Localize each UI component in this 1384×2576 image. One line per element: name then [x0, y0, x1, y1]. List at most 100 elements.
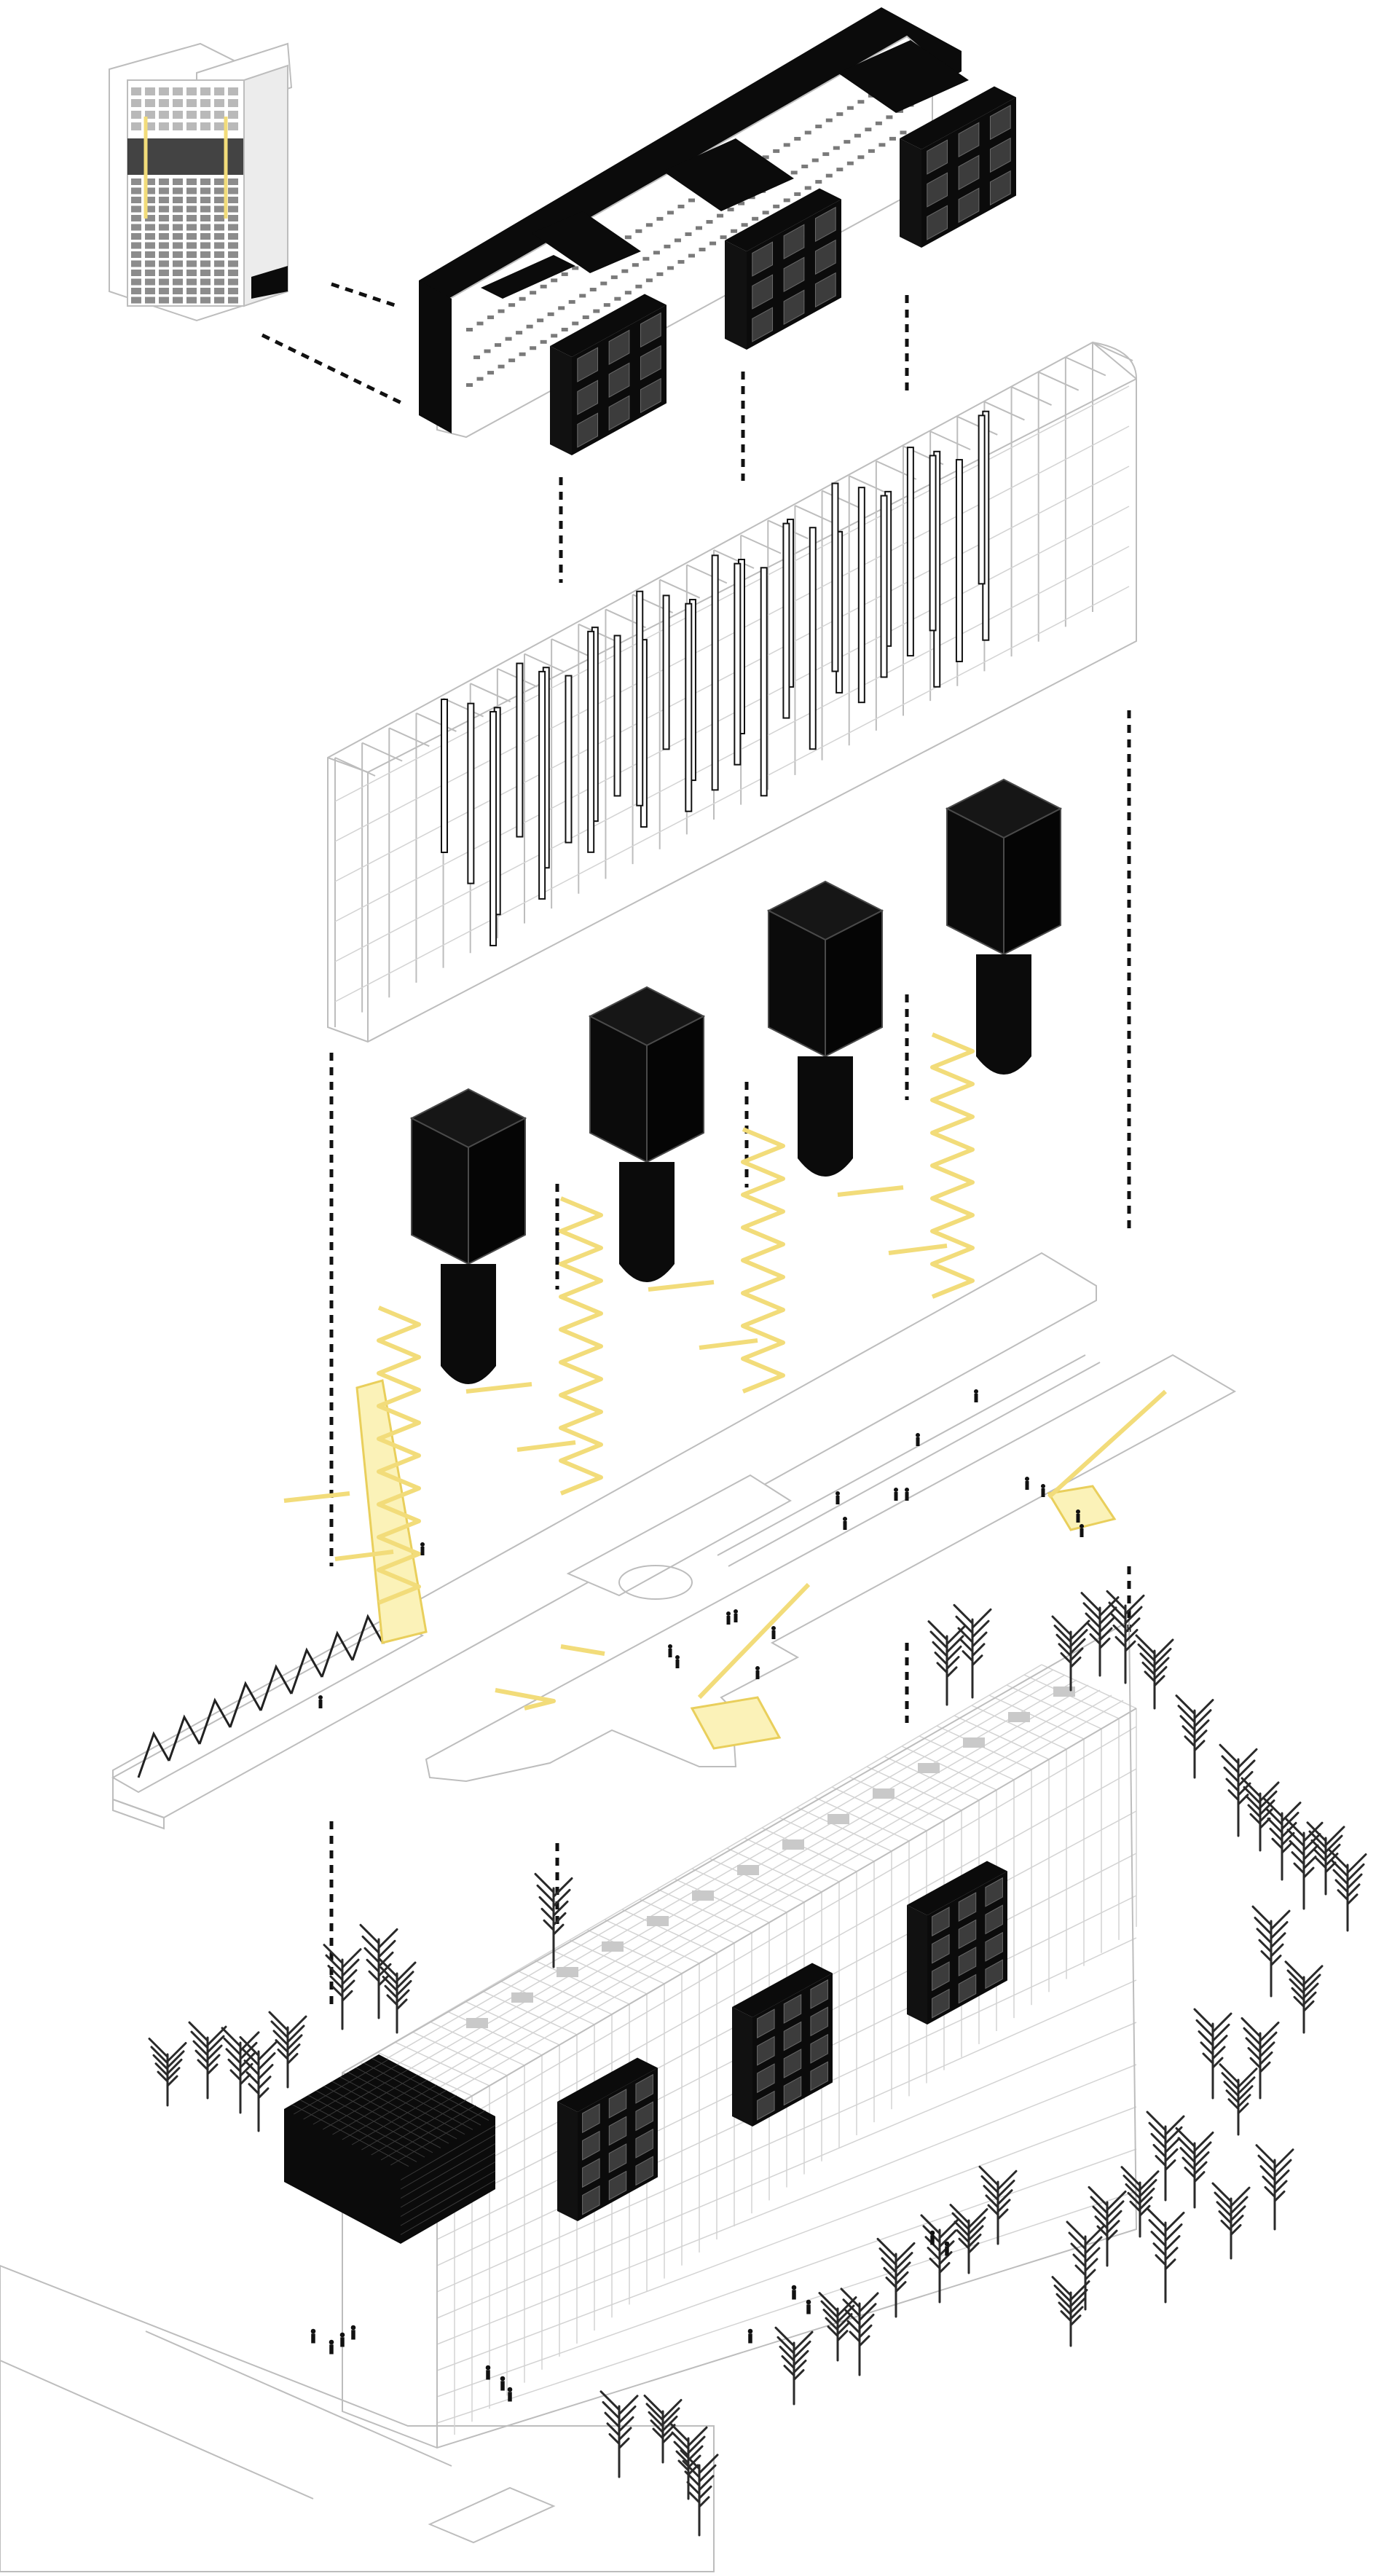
tree-icon [1328, 1849, 1367, 1932]
facade-cell [159, 270, 169, 276]
frame-column [906, 447, 914, 657]
window-mark [498, 309, 505, 313]
facade-cell [228, 297, 238, 304]
window-mark [762, 211, 769, 215]
grid-line [303, 2064, 398, 2120]
tree-branches [774, 2326, 814, 2406]
facade-cell [186, 111, 197, 119]
person-body [843, 1521, 847, 1530]
facade-cell [131, 251, 141, 258]
facade-cell [159, 215, 169, 221]
facade-cell [214, 99, 224, 107]
grid-line [339, 2076, 457, 2140]
hall-roof-rib [919, 1735, 1015, 1780]
tree-branches [1251, 1905, 1291, 1998]
window-mark [762, 155, 769, 160]
black-cube-4 [945, 778, 1063, 1075]
person-icon [734, 1609, 738, 1622]
stair-landing [465, 1382, 532, 1394]
tree-branches [1219, 1743, 1258, 1837]
stair-landing [516, 1440, 576, 1452]
facade-cell [159, 297, 169, 304]
tree-branches [188, 2021, 227, 2100]
facade-cell [131, 205, 141, 213]
leader-lines [261, 282, 1131, 2011]
person-head [894, 1488, 898, 1492]
window-mark [815, 180, 822, 184]
facade-cell [173, 111, 183, 119]
window-mark [836, 112, 844, 117]
window-mark [600, 281, 608, 286]
stack-cell [640, 345, 661, 381]
person-head [485, 2365, 491, 2371]
stack-cell [927, 172, 948, 208]
black-cube-2 [588, 986, 706, 1282]
window-mark [677, 204, 685, 208]
window-mark [487, 371, 495, 375]
facade-cell [145, 197, 155, 203]
tree-icon [1051, 2276, 1090, 2347]
facade-cell [186, 297, 197, 304]
window-mark [558, 306, 565, 310]
frame-column [857, 487, 865, 704]
window-mark [688, 198, 695, 203]
tree-branches [1219, 2063, 1258, 2136]
tree-icon [1193, 2008, 1232, 2100]
person-head [791, 2285, 797, 2290]
tree-icon [920, 2214, 959, 2304]
stack-cell [958, 1947, 977, 1976]
person-head [310, 2328, 316, 2334]
grid-line [331, 2081, 449, 2144]
grid-line [400, 2143, 496, 2199]
facade-cell [131, 278, 141, 286]
frame-column [809, 527, 817, 750]
facade-cell [145, 260, 155, 267]
hall-transom [436, 2106, 1137, 2371]
tree-branches [953, 1603, 992, 1699]
frame-column [929, 455, 937, 632]
frame-column [516, 662, 524, 838]
facade-cell [200, 122, 211, 130]
facade-cell [228, 278, 238, 286]
facade-cell [228, 242, 238, 249]
hall-roof-rib [971, 1705, 1067, 1750]
facade-cell [173, 215, 183, 221]
tree-icon [1135, 1634, 1174, 1710]
tree-icon [599, 2390, 639, 2478]
frame-rib [388, 727, 430, 747]
facade-cell [214, 233, 224, 240]
hall-roof-rib [796, 1807, 892, 1852]
tree-icon [1175, 2127, 1214, 2209]
tree-icon [927, 1620, 967, 1706]
person-head [1076, 1509, 1080, 1514]
window-mark [568, 299, 575, 304]
facade-cell [200, 224, 211, 231]
window-mark [476, 321, 484, 326]
tree-branches [1328, 1849, 1367, 1932]
hall-roof-rib [761, 1827, 857, 1872]
facade-cell [173, 260, 183, 267]
hall-roof-rib [394, 2041, 490, 2086]
tree-icon [949, 2204, 988, 2274]
stack-cell [752, 241, 774, 277]
hall-roof-rib [726, 1847, 822, 1893]
window-mark [603, 303, 610, 307]
person-head [507, 2387, 513, 2392]
cube-stem-base [798, 1158, 853, 1177]
frame-rib [822, 490, 862, 510]
bookshelf-stack-2 [725, 188, 841, 350]
facade-cell [159, 224, 169, 231]
window-mark [516, 331, 523, 335]
frame-floor [334, 425, 1130, 842]
hall-roof-rib [551, 1949, 648, 1995]
facade-cell [186, 251, 197, 258]
tree-branches [1262, 1797, 1302, 1881]
window-mark [706, 220, 713, 224]
facade-cell [186, 178, 197, 185]
facade-cell [173, 187, 183, 195]
stack-cell [958, 1919, 977, 1949]
frame-rib [984, 401, 1025, 421]
facade-cell [200, 187, 211, 195]
facade-cell [228, 205, 238, 213]
facade-cell [145, 99, 155, 107]
